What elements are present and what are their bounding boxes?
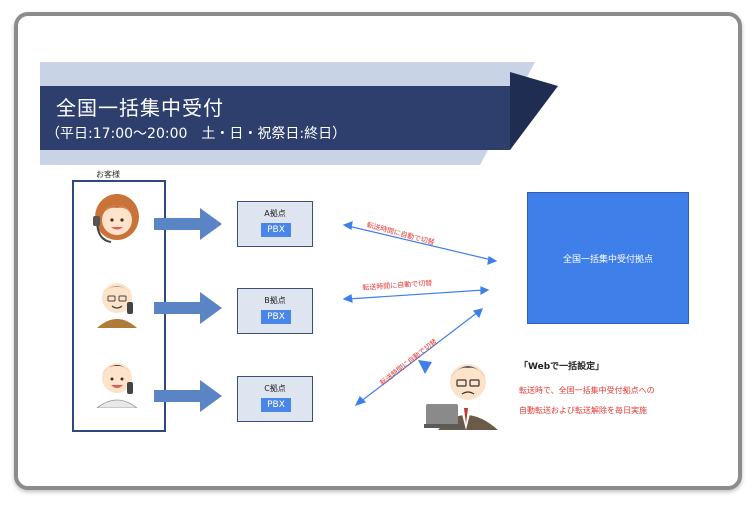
customer-arrow-c: [154, 380, 222, 412]
branch-a-pbx: PBX: [261, 223, 291, 237]
customer-woman-icon: [93, 194, 139, 243]
operator-pointer-icon: [418, 360, 432, 374]
branch-c: C拠点 PBX: [237, 376, 313, 422]
customer-man-phone-icon: [97, 283, 137, 328]
branch-a: A拠点 PBX: [237, 201, 313, 247]
banner-dark-band: [40, 86, 556, 150]
branch-a-name: A拠点: [264, 209, 286, 218]
customer-man-icon: [96, 363, 138, 408]
central-reception-label: 全国一括集中受付拠点: [562, 254, 653, 265]
branch-c-name: C拠点: [264, 384, 286, 393]
branch-b: B拠点 PBX: [237, 288, 313, 334]
branch-c-pbx: PBX: [261, 398, 291, 412]
customer-arrow-a: [154, 208, 222, 240]
web-setting-title: 「Webで一括設定」: [519, 362, 605, 372]
branch-b-name: B拠点: [264, 296, 286, 305]
central-reception-box: 全国一括集中受付拠点: [527, 192, 689, 324]
transfer-arrow-c: [354, 308, 483, 407]
customer-label: お客様: [96, 170, 120, 179]
customer-arrow-b: [154, 292, 222, 324]
transfer-arrow-a: [342, 221, 498, 265]
page-title: 全国一括集中受付: [56, 96, 224, 120]
web-setting-desc-1: 転送時で、全国一括集中受付拠点への: [519, 386, 655, 395]
page-subtitle: （平日:17:00〜20:00 土・日・祝祭日:終日）: [46, 126, 347, 142]
banner-tip: [510, 72, 558, 150]
operator-laptop-icon: [424, 364, 498, 430]
web-setting-desc-2: 自動転送および転送解除を毎日実施: [519, 406, 647, 415]
transfer-arrow-b: [342, 286, 490, 303]
branch-b-pbx: PBX: [261, 310, 291, 324]
